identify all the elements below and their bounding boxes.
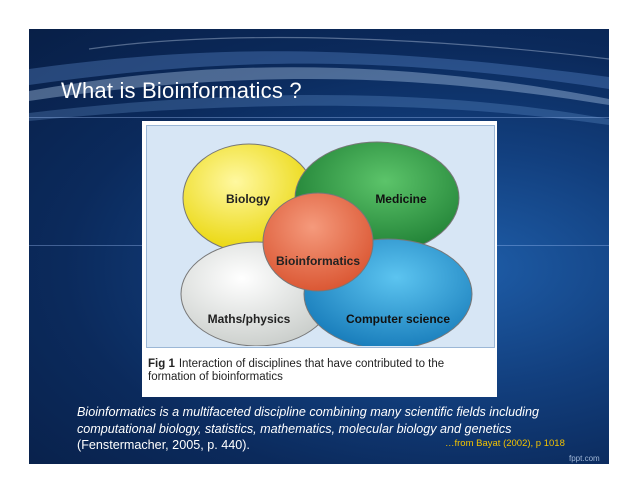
citation-text: (Fenstermacher, 2005, p. 440). [77, 438, 250, 452]
computer-science-label: Computer science [346, 312, 450, 326]
medicine-label: Medicine [375, 192, 427, 206]
slide: What is Bioinformatics ? [29, 29, 609, 464]
caption-label: Fig 1 [148, 358, 175, 370]
bioinformatics-label: Bioinformatics [276, 254, 360, 268]
brand-label: fppt.com [569, 454, 600, 463]
venn-diagram: Biology Medicine Bioinformatics Maths/ph… [180, 141, 473, 346]
background-swoosh [29, 36, 609, 125]
caption-text: Interaction of disciplines that have con… [148, 358, 445, 383]
slide-title: What is Bioinformatics ? [61, 78, 302, 103]
venn-figure: Biology Medicine Bioinformatics Maths/ph… [142, 121, 497, 397]
definition-text: Bioinformatics is a multifaceted discipl… [77, 405, 539, 436]
definition-paragraph: Bioinformatics is a multifaceted discipl… [77, 404, 547, 454]
bioinformatics-circle [262, 192, 374, 292]
divider-line [29, 117, 609, 118]
source-note: …from Bayat (2002), p 1018 [445, 438, 565, 449]
biology-label: Biology [226, 192, 270, 206]
maths-physics-label: Maths/physics [208, 312, 291, 326]
